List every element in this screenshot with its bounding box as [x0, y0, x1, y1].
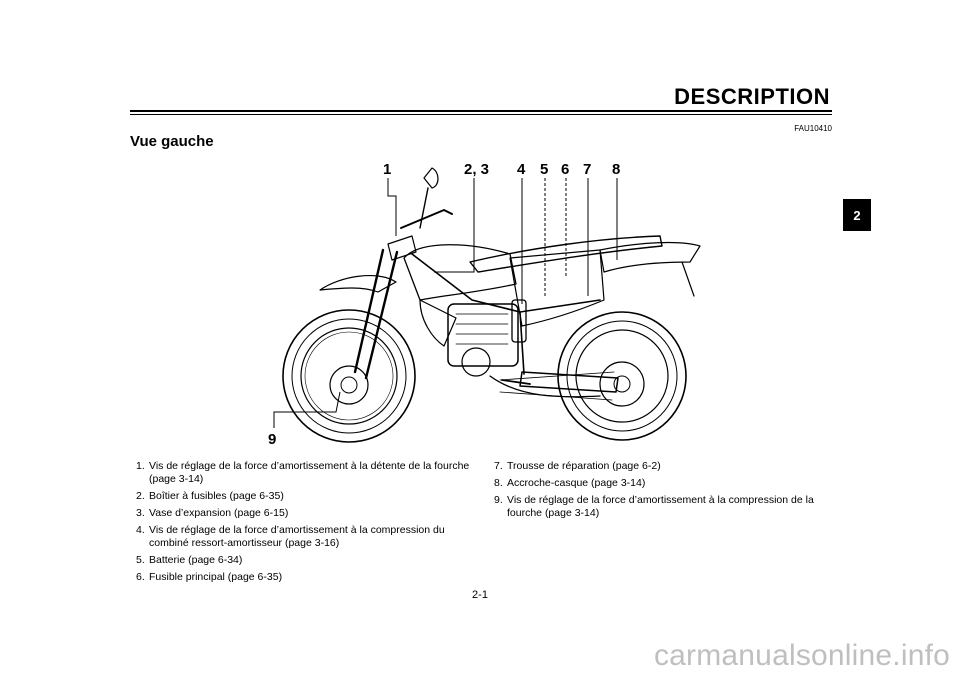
side-panel — [509, 249, 605, 327]
list-item: 7. Trousse de réparation (page 6-2) — [494, 460, 839, 473]
rear-fender — [599, 241, 701, 273]
mirror — [423, 167, 439, 189]
frame-down — [519, 311, 525, 375]
front-brake-disc — [329, 365, 369, 405]
seat — [469, 235, 663, 273]
section-title: Vue gauche — [130, 133, 214, 150]
callout-9: 9 — [268, 431, 277, 448]
list-item: 3. Vase d’expansion (page 6-15) — [136, 507, 476, 520]
frame-main — [411, 253, 601, 313]
exhaust-pipe — [489, 375, 601, 398]
list-item-number: 1. — [136, 460, 145, 472]
list-item: 4. Vis de réglage de la force d’amortisse… — [136, 524, 476, 550]
header-rule-thin — [130, 114, 832, 115]
list-item: 2. Boîtier à fusibles (page 6-35) — [136, 490, 476, 503]
fork-leg-2 — [364, 250, 399, 380]
list-item-number: 4. — [136, 524, 145, 536]
chapter-tab[interactable]: 2 — [843, 199, 871, 231]
leader-line-2-3 — [434, 178, 475, 273]
list-item-text: Vis de réglage de la force d’amortisseme… — [507, 494, 814, 519]
front-hub — [340, 376, 358, 394]
engine-fins — [455, 313, 509, 345]
front-tire — [282, 309, 416, 443]
fork-leg — [353, 248, 385, 374]
leader-line-1 — [387, 178, 397, 236]
callout-6: 6 — [561, 161, 570, 178]
leader-line-9 — [273, 391, 341, 428]
list-item-number: 8. — [494, 477, 503, 489]
list-item-number: 3. — [136, 507, 145, 519]
handlebar — [400, 209, 453, 229]
list-item-text: Trousse de réparation (page 6-2) — [507, 460, 661, 472]
callout-8: 8 — [612, 161, 621, 178]
swingarm — [519, 371, 619, 393]
callout-1: 1 — [383, 161, 392, 178]
list-item-number: 6. — [136, 571, 145, 583]
side-cover — [419, 299, 457, 347]
front-rim — [300, 327, 398, 425]
list-item-number: 7. — [494, 460, 503, 472]
list-item: 9. Vis de réglage de la force d’amortisse… — [494, 494, 839, 520]
callout-2-3: 2, 3 — [464, 161, 490, 178]
footpeg — [501, 379, 531, 385]
list-item-text: Accroche-casque (page 3-14) — [507, 477, 646, 489]
engine-block — [447, 303, 519, 367]
header-rule — [130, 110, 832, 112]
mirror-stem — [419, 187, 429, 229]
list-item-text: Fusible principal (page 6-35) — [149, 571, 283, 583]
list-item-text: Vase d’expansion (page 6-15) — [149, 507, 289, 519]
list-item-text: Vis de réglage de la force d’amortisseme… — [149, 524, 445, 549]
callout-7: 7 — [583, 161, 592, 178]
list-item-text: Vis de réglage de la force d’amortisseme… — [149, 460, 470, 485]
list-item-number: 9. — [494, 494, 503, 506]
drive-chain — [499, 371, 615, 401]
fuel-tank — [403, 244, 517, 301]
rear-tire-inner — [566, 320, 678, 432]
engine-cover — [461, 347, 491, 377]
legend-list-left: 1. Vis de réglage de la force d’amortisse… — [136, 460, 476, 588]
triple-clamp — [387, 235, 417, 261]
list-item: 6. Fusible principal (page 6-35) — [136, 571, 476, 584]
front-fender — [319, 275, 397, 293]
rear-sprocket — [599, 361, 645, 407]
callout-4: 4 — [517, 161, 526, 178]
watermark: carmanualsonline.info — [653, 639, 950, 672]
list-item: 8. Accroche-casque (page 3-14) — [494, 477, 839, 490]
page-number: 2-1 — [472, 589, 488, 601]
reference-code: FAU10410 — [794, 124, 832, 133]
list-item-number: 2. — [136, 490, 145, 502]
legend-list-right: 7. Trousse de réparation (page 6-2) 8. Acc… — [494, 460, 839, 524]
page-title: DESCRIPTION — [674, 84, 830, 109]
list-item-text: Boîtier à fusibles (page 6-35) — [149, 490, 284, 502]
list-item-number: 5. — [136, 554, 145, 566]
front-tire-inner — [291, 318, 407, 434]
rear-shock — [511, 299, 527, 343]
list-item-text: Batterie (page 6-34) — [149, 554, 243, 566]
license-plate-bracket — [681, 261, 695, 297]
rear-hub — [613, 375, 631, 393]
callout-5: 5 — [540, 161, 549, 178]
front-rim-inner — [304, 331, 394, 421]
list-item: 5. Batterie (page 6-34) — [136, 554, 476, 567]
list-item: 1. Vis de réglage de la force d’amortisse… — [136, 460, 476, 486]
